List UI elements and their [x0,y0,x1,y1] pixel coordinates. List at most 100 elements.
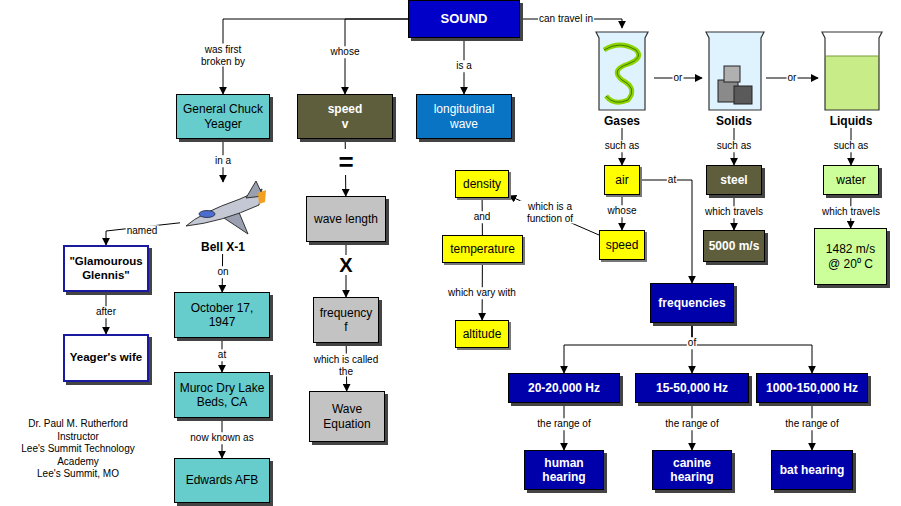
node-text: Muroc Dry Lake Beds, CA [179,381,265,410]
concept-box: human hearing [524,450,604,490]
edge-label: such as [833,140,869,152]
concept-box: frequency f [313,297,379,343]
concept-box: 20-20,000 Hz [508,373,620,403]
edge-label: is a [455,60,473,72]
concept-box: 1000-150,000 Hz [756,373,868,403]
concept-box: canine hearing [652,450,732,490]
node-text: frequency f [318,306,374,335]
connector-arrow [509,196,599,235]
edge-label: = [337,149,354,175]
connector-arrow [564,323,692,373]
node-text: density [463,177,501,191]
concept-box: "Glamourous Glennis" [63,245,149,292]
edge-label: which vary with [447,287,517,299]
concept-box: water [823,165,879,195]
edge-label: such as [716,140,752,152]
edge-label: in a [214,155,232,167]
concept-box: air [604,165,640,195]
node-text: v [342,117,349,131]
author-line: Lee's Summit Technology Academy [12,443,144,468]
node-text: 5000 m/s [709,239,760,253]
node-text: General Chuck Yeager [181,102,265,131]
edge-label: which is called the [305,354,387,377]
concept-box: 1482 m/s @ 20⁰ C [814,228,887,285]
concept-box: 15-50,000 Hz [635,373,749,403]
edge-label: whose [607,205,638,217]
concept-box: wave length [306,196,386,242]
concept-box: longitudinal wave [416,94,512,139]
node-text: Bell X-1 [201,240,245,254]
liquid-beaker [822,32,882,110]
concept-box: steel [706,165,762,195]
edge-label: named [126,225,159,237]
edge-label: can travel in [538,13,594,25]
node-text: human hearing [529,456,599,485]
edge-label: which travels [821,206,881,218]
concept-box: Yeager's wife [63,334,149,382]
concept-box: speed [599,230,645,260]
concept-box: altitude [455,320,509,348]
edge-label: and [473,211,492,223]
node-text: canine hearing [657,456,727,485]
connector-arrow [640,180,692,283]
edge-label: X [338,255,353,275]
node-text: wave length [314,212,378,226]
edge-label: now known as [189,432,254,444]
node-text: steel [720,173,747,187]
edge-label: the range of [664,418,719,430]
topic-box: SOUND [408,0,520,38]
node-text: SOUND [441,11,488,27]
concept-box: frequencies [650,283,734,323]
author-credit: Dr. Paul M. RutherfordInstructorLee's Su… [12,418,144,481]
author-line: Dr. Paul M. Rutherford [12,418,144,431]
node-text: 1000-150,000 Hz [766,381,858,395]
concept-box: October 17, 1947 [174,292,270,338]
node-text: temperature [450,242,515,256]
node-text: Edwards AFB [186,473,259,487]
edge-label: such as [604,140,640,152]
node-text: Wave Equation [314,402,380,431]
edge-label: after [95,306,117,318]
edge-label: at [667,174,677,186]
concept-box: Muroc Dry Lake Beds, CA [174,372,270,418]
node-text: 20-20,000 Hz [528,381,600,395]
edge-label: or [787,72,798,84]
node-text: speed [606,238,639,252]
edge-label: or [673,72,684,84]
node-text: air [615,173,628,187]
node-text: 15-50,000 Hz [656,381,728,395]
connector-arrow [106,223,180,245]
node-text: Liquids [830,114,873,128]
concept-box: density [455,170,509,198]
gas-beaker [596,32,648,110]
connector-arrow [692,323,812,373]
node-text: frequencies [658,296,725,310]
node-text: speed [328,102,363,116]
beaker-node: Liquids [818,28,884,128]
node-text: Yeager's wife [70,351,142,365]
jet-illustration [186,181,266,234]
solid-beaker [706,32,764,110]
concept-box: temperature [442,235,523,263]
concept-box: speedv [297,94,393,139]
edge-label: the range of [784,418,839,430]
concept-box: bat hearing [771,450,853,490]
edge-label: which travels [704,206,764,218]
edge-label: at [217,349,227,361]
node-text: longitudinal wave [421,102,507,131]
edge-label: whose [330,46,361,58]
concept-box: Wave Equation [309,391,385,442]
concept-box: General Chuck Yeager [176,94,270,139]
concept-box: Edwards AFB [174,458,270,503]
edge-label: the range of [536,418,591,430]
edge-label: was first broken by [192,44,254,67]
node-text: "Glamourous Glennis" [67,255,145,283]
concept-box: 5000 m/s [703,230,765,262]
node-text: 1482 m/s @ 20⁰ C [819,242,882,271]
node-text: Gases [604,114,640,128]
edge-label: which is a function of [520,201,580,224]
edge-label: of [687,337,697,349]
node-text: bat hearing [780,463,845,477]
node-text: October 17, 1947 [179,301,265,330]
beaker-node: Solids [702,28,766,128]
